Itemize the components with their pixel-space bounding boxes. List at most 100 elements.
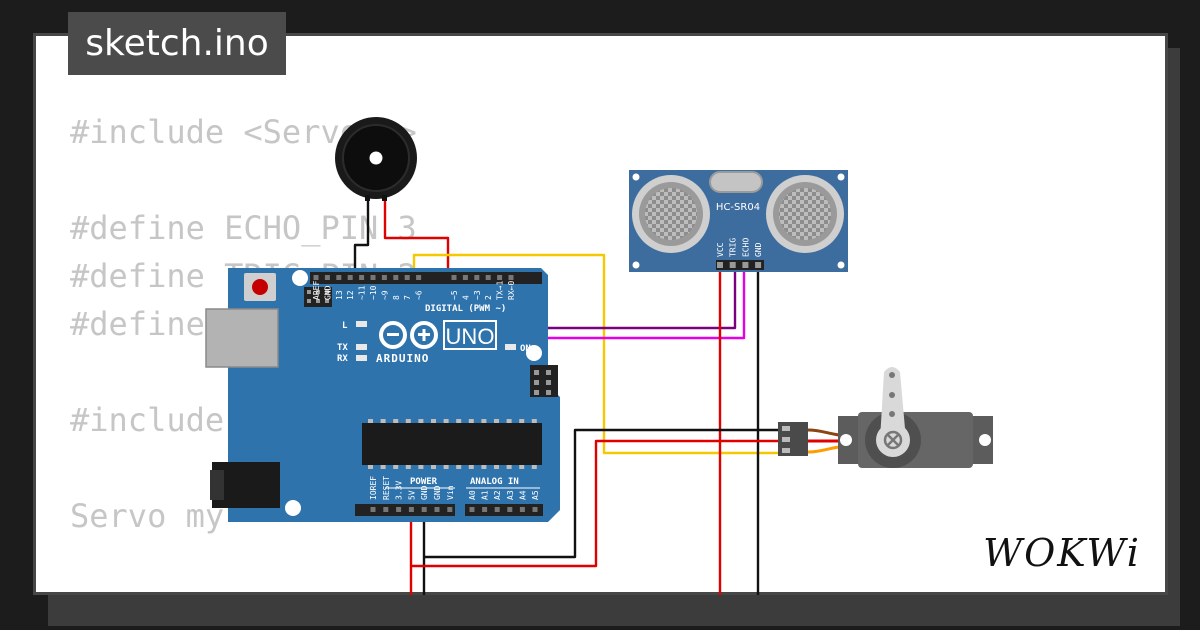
- chip-pin: [456, 419, 462, 423]
- digital-pin[interactable]: [462, 275, 468, 280]
- analog-pin[interactable]: [507, 507, 513, 512]
- chip-pin: [368, 465, 373, 469]
- sensor-pin[interactable]: [729, 262, 736, 268]
- led-l: [356, 321, 367, 327]
- mount-hole: [285, 500, 301, 516]
- digital-pin[interactable]: [508, 275, 514, 280]
- analog-pin-label: A4: [518, 490, 527, 500]
- analog-pin[interactable]: [532, 507, 538, 512]
- digital-pin[interactable]: [404, 275, 410, 280]
- wire-red-servo-vcc[interactable]: [411, 439, 780, 568]
- led-l-label: L: [342, 321, 348, 331]
- file-tab[interactable]: sketch.ino: [68, 12, 286, 75]
- digital-pin[interactable]: [336, 275, 342, 280]
- buzzer[interactable]: [335, 117, 417, 201]
- chip-pin: [393, 419, 399, 423]
- crystal: [709, 171, 763, 193]
- code-line: #define ECHO_PIN 3: [70, 209, 417, 247]
- analog-pin[interactable]: [469, 507, 475, 512]
- servo-horn-icon[interactable]: [876, 367, 910, 457]
- chip-pin: [368, 419, 373, 423]
- sensor-pin[interactable]: [717, 262, 723, 268]
- power-pin[interactable]: [383, 507, 389, 512]
- chip-pin: [468, 419, 474, 423]
- digital-pin[interactable]: [381, 275, 387, 280]
- power-pin[interactable]: [370, 507, 376, 512]
- digital-pin[interactable]: [313, 275, 319, 280]
- uno-badge: [443, 320, 497, 350]
- sensor-pin-label: ECHO: [741, 238, 750, 257]
- sensor-pin-holes: [717, 262, 762, 268]
- chip-pin: [519, 419, 525, 423]
- digital-pin-label: ~9: [380, 290, 389, 300]
- digital-pin-label: AREF: [312, 281, 321, 300]
- digital-pin[interactable]: [393, 275, 399, 280]
- power-pin[interactable]: [396, 507, 402, 512]
- chip-pin: [519, 465, 525, 469]
- servo-motor[interactable]: [778, 367, 993, 468]
- chip-pin: [506, 419, 512, 423]
- digital-pin-label: ~3: [473, 290, 482, 300]
- led-on-label: ON: [520, 344, 531, 354]
- arduino-brand: ARDUINO: [376, 352, 429, 365]
- chip-pin: [443, 419, 449, 423]
- analog-pin-label: A5: [531, 490, 540, 500]
- digital-header: [310, 272, 542, 284]
- usb-port: [205, 308, 279, 368]
- power-pin-label: IOREF: [369, 476, 378, 500]
- chip-pin: [531, 419, 537, 423]
- sensor-pin[interactable]: [755, 262, 762, 268]
- digital-pin[interactable]: [451, 275, 457, 280]
- power-label: POWER: [410, 477, 438, 487]
- digital-pin[interactable]: [474, 275, 480, 280]
- analog-pin[interactable]: [482, 507, 488, 512]
- sensor-pin[interactable]: [742, 262, 749, 268]
- digital-pin-label: TX→1: [496, 281, 505, 300]
- led-tx-label: TX: [337, 343, 348, 353]
- digital-pin[interactable]: [416, 275, 422, 280]
- sensor-pin-label: VCC: [716, 242, 725, 257]
- digital-pin[interactable]: [347, 275, 353, 280]
- digital-pin[interactable]: [359, 275, 365, 280]
- analog-label: ANALOG IN: [470, 477, 519, 487]
- analog-pin[interactable]: [519, 507, 525, 512]
- digital-pin[interactable]: [497, 275, 503, 280]
- digital-pin-label: RX←0: [507, 281, 516, 300]
- digital-pin[interactable]: [324, 275, 330, 280]
- transducer-left: [632, 175, 710, 253]
- wire-buzzer-black[interactable]: [353, 185, 370, 278]
- power-pin-label: GND: [420, 485, 429, 500]
- chip-pin: [405, 419, 411, 423]
- analog-pin-label: A0: [468, 490, 477, 500]
- digital-pin[interactable]: [370, 275, 376, 280]
- digital-pin[interactable]: [485, 275, 491, 280]
- power-header: [355, 504, 455, 516]
- power-pin-label: GND: [433, 485, 442, 500]
- power-pin-label: 3.3V: [395, 481, 404, 500]
- analog-pin[interactable]: [494, 507, 500, 512]
- power-pin[interactable]: [408, 507, 414, 512]
- chip-pin: [418, 465, 424, 469]
- chip-pin: [443, 465, 449, 469]
- power-pin[interactable]: [421, 507, 427, 512]
- led-rx-label: RX: [337, 354, 348, 364]
- power-pin-label: 5V: [407, 490, 416, 500]
- mount-hole: [292, 270, 308, 286]
- wire-black-servo-gnd[interactable]: [424, 428, 780, 559]
- sensor-model: HC-SR04: [716, 202, 760, 213]
- chip-pin: [431, 419, 436, 423]
- power-pin[interactable]: [434, 507, 440, 512]
- power-pin[interactable]: [447, 507, 453, 512]
- file-tab-label: sketch.ino: [85, 23, 269, 64]
- digital-pin-label: 13: [335, 290, 344, 300]
- wire-buzzer-red[interactable]: [383, 185, 450, 278]
- chip-pin: [456, 465, 462, 469]
- digital-pin-label: 4: [461, 295, 470, 300]
- wire-yellow-servo-signal[interactable]: [412, 253, 780, 455]
- chip-pin: [468, 465, 474, 469]
- chip-pin: [431, 465, 436, 469]
- code-line: #define: [70, 305, 205, 343]
